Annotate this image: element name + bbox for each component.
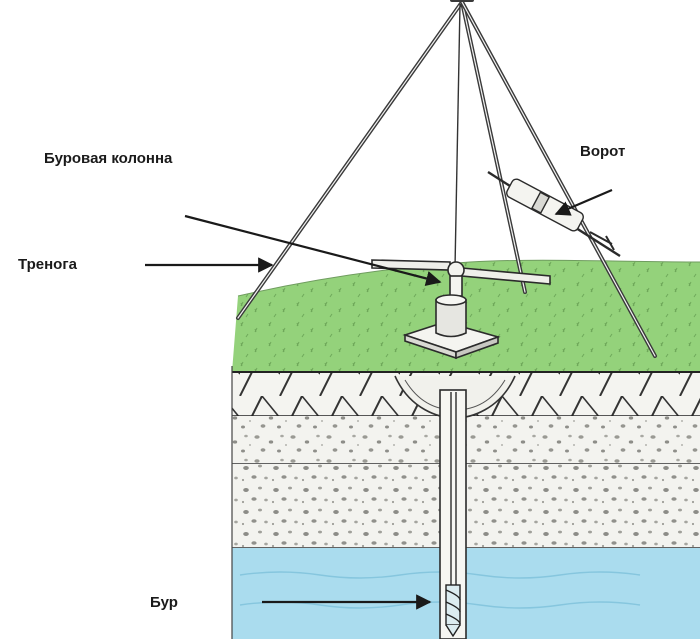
base-plate (402, 294, 501, 360)
tripod (236, 0, 657, 358)
label-drill-bit: Бур (150, 594, 178, 611)
label-drill-column: Буровая колонна (44, 150, 173, 167)
leader-arrows (145, 188, 613, 610)
drill-bit-auger (445, 584, 461, 638)
arrow-drill-column (184, 214, 442, 286)
arrow-windlass (554, 188, 613, 216)
drill-handle (371, 259, 551, 297)
windlass (487, 170, 621, 258)
label-windlass: Ворот (580, 143, 626, 160)
drill-rope (454, 3, 461, 269)
label-tripod: Тренога (18, 256, 77, 273)
